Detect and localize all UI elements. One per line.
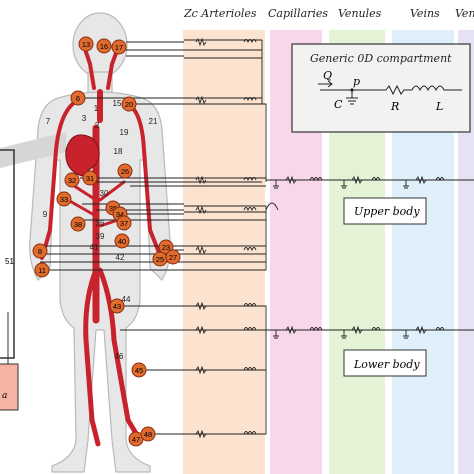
vessel-node-label: 40	[118, 237, 126, 246]
vessel-node-label: 47	[132, 435, 140, 444]
vessel-node: 8	[32, 243, 48, 259]
vessel-node-label: 35	[109, 204, 117, 213]
left-panel-box	[0, 149, 15, 359]
vessel-node-label: 48	[144, 430, 152, 439]
segment-number: 46	[115, 352, 124, 361]
vessel-node: 38	[70, 216, 86, 232]
segment-number: 7	[46, 117, 51, 126]
segment-number: 3	[82, 114, 87, 123]
vessel-node-label: 6	[76, 94, 80, 103]
column-headers: Zc Arterioles Capillaries Venules Veins …	[183, 7, 474, 20]
header-veins: Veins	[410, 7, 440, 20]
vessel-node-label: 43	[113, 302, 121, 311]
vessel-node: 32	[64, 172, 80, 188]
wire-components	[195, 37, 445, 439]
vessel-nodes: 13 16 17 6 20 26 32 31 33 35 34 37 38 40…	[32, 36, 181, 447]
compartment-c: C	[334, 98, 343, 111]
vessel-node: 6	[70, 90, 86, 106]
vessel-node-label: 16	[100, 42, 108, 51]
vessel-node: 13	[78, 36, 94, 52]
vessel-node: 37	[116, 215, 132, 231]
header-ven: Ven	[455, 7, 474, 20]
band-ven	[458, 30, 474, 474]
heart	[65, 134, 100, 177]
lower-body-label: Lower body	[353, 358, 420, 371]
segment-number: 21	[149, 117, 158, 126]
left-panel: a 51	[0, 132, 66, 411]
vessel-node: 20	[121, 96, 137, 112]
upper-body-box	[343, 197, 427, 225]
segment-number: 36	[96, 219, 105, 228]
compartment-p: p	[353, 75, 360, 88]
vessel-node: 33	[56, 191, 72, 207]
compartment-frame	[291, 43, 471, 133]
vessel-node: 11	[34, 262, 50, 278]
left-bottom-box	[0, 363, 19, 411]
header-venules: Venules	[338, 7, 382, 20]
vessel-node-label: 23	[162, 243, 170, 252]
vessel-node-label: 20	[125, 100, 133, 109]
segment-number: 9	[43, 210, 48, 219]
header-capillaries: Capillaries	[268, 7, 328, 20]
left-number: 51	[5, 257, 14, 266]
compartment-title: Generic 0D compartment	[310, 52, 452, 65]
vessel-node-label: 25	[156, 255, 164, 264]
segment-number: 19	[120, 128, 129, 137]
segment-number: 2	[95, 121, 100, 130]
compartment-node	[350, 88, 354, 92]
segment-number: 15	[113, 99, 122, 108]
vessel-node-label: 13	[82, 40, 90, 49]
left-zoom-wedge	[0, 132, 66, 168]
vessel-node: 40	[114, 233, 130, 249]
vessel-node: 31	[82, 170, 98, 186]
segment-numbers: 7 1 15 3 2 19 21 18 30 36 39 41 42 9 44 …	[43, 99, 158, 361]
vessel-node-label: 32	[68, 176, 76, 185]
compartment-q: Q	[323, 69, 332, 82]
vessel-node: 48	[140, 426, 156, 442]
segment-number: 44	[122, 295, 131, 304]
segment-number: 42	[116, 253, 125, 262]
compartment-box: Generic 0D compartment Q p C R L	[291, 43, 471, 133]
vessel-node-label: 26	[121, 167, 129, 176]
lower-body-box	[343, 349, 427, 377]
segment-number: 39	[96, 232, 105, 241]
region-boxes: Upper body Lower body	[343, 197, 427, 377]
band-arterioles	[183, 30, 265, 474]
vessel-node-label: 17	[115, 43, 123, 52]
left-bottom-label: a	[2, 391, 7, 401]
vessel-node: 27	[165, 249, 181, 265]
upper-body-label: Upper body	[354, 205, 420, 218]
vessel-node-label: 37	[120, 219, 128, 228]
vessel-node-label: 27	[169, 253, 177, 262]
vessel-node: 45	[131, 362, 147, 378]
compartment-l: L	[435, 100, 443, 113]
segment-number: 1	[94, 104, 99, 113]
vessel-node-label: 31	[86, 174, 94, 183]
vessel-node: 26	[117, 163, 133, 179]
vessel-node: 16	[96, 38, 112, 54]
connection-wires	[40, 39, 474, 435]
vessel-node-label: 45	[135, 366, 143, 375]
vessel-node-label: 11	[38, 266, 46, 275]
compartment-r: R	[390, 100, 399, 113]
header-arterioles: Zc Arterioles	[183, 7, 257, 20]
vessel-node-label: 8	[38, 247, 42, 256]
body-silhouette	[29, 12, 171, 473]
vessel-node-label: 33	[60, 195, 68, 204]
vessel-node: 17	[111, 39, 127, 55]
vessel-node-label: 38	[74, 220, 82, 229]
vessel-node: 43	[109, 298, 125, 314]
segment-number: 41	[90, 243, 99, 252]
vessel-node-label: 34	[116, 210, 124, 219]
segment-number: 18	[114, 147, 123, 156]
segment-number: 30	[100, 189, 109, 198]
vessel-node: 25	[152, 251, 168, 267]
